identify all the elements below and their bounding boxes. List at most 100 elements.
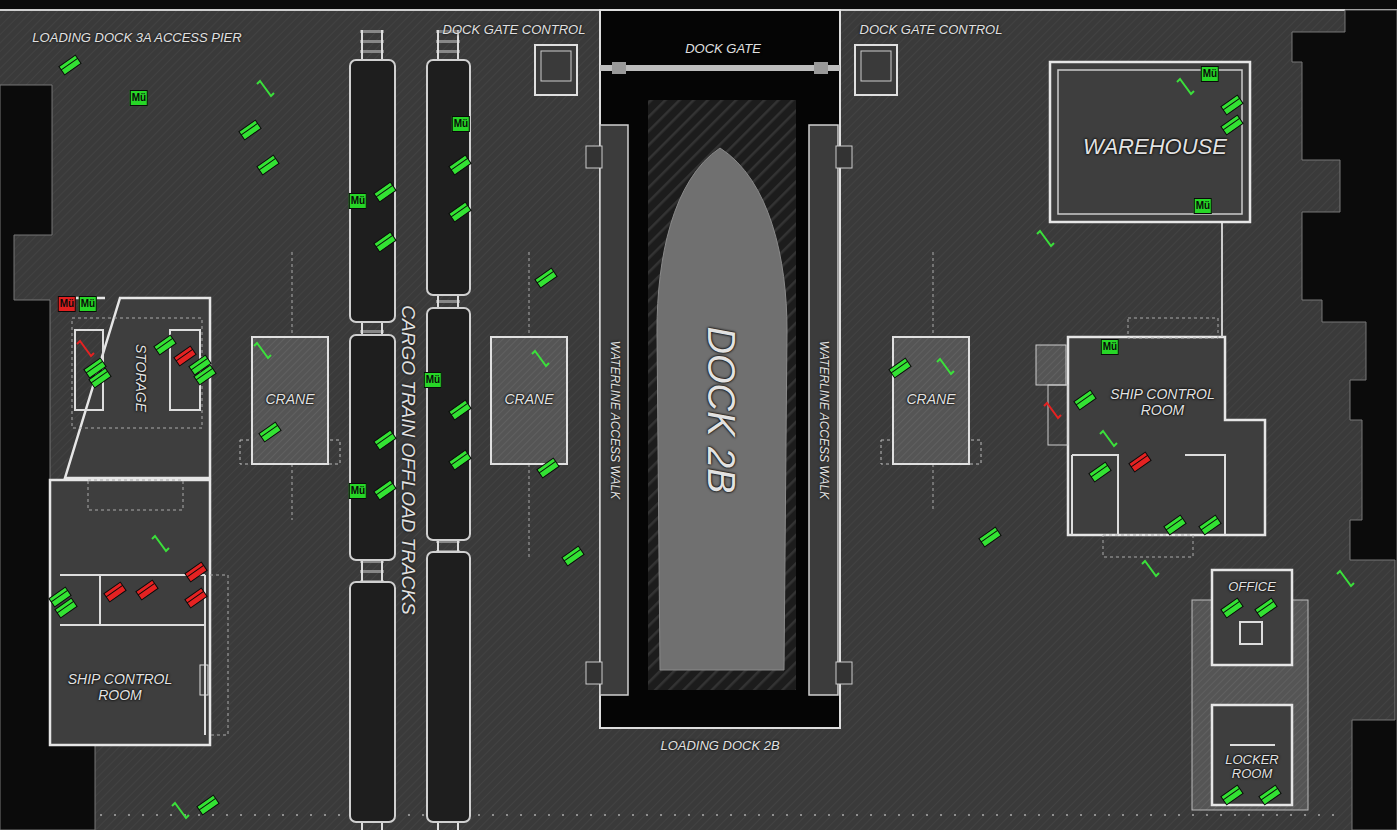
disguise-icon [174, 346, 196, 366]
disguise-box [374, 430, 396, 450]
room-area: SHIP CONTROL ROOM [1100, 380, 1225, 425]
disguise-box [89, 368, 111, 388]
disguise-box [374, 182, 396, 202]
item-icon: Mü [349, 193, 367, 209]
disguise-box [197, 795, 219, 815]
disguise-line [196, 368, 212, 379]
room-label: CRANE [265, 392, 314, 407]
disguise-line [451, 453, 467, 464]
disguise-icon [89, 368, 111, 388]
room-label: DOCK 2B [699, 327, 741, 494]
disguise-box [449, 400, 471, 420]
area-label: DOCK GATE [685, 41, 761, 56]
train-car [350, 582, 395, 822]
disguise-line [1223, 118, 1239, 129]
disguise-line [451, 403, 467, 414]
disguise-box [185, 562, 207, 582]
room-label: STORAGE [132, 344, 147, 412]
disguise-box [55, 598, 77, 618]
booth [535, 45, 577, 95]
room-area: OFFICE [1214, 576, 1290, 598]
disguise-box [449, 450, 471, 470]
disguise-icon [374, 232, 396, 252]
room-label: CRANE [906, 392, 955, 407]
disguise-line [1166, 518, 1182, 529]
item-icon: Mü [1194, 198, 1212, 214]
disguise-icon [562, 546, 584, 566]
booth [855, 45, 897, 95]
disguise-line [176, 349, 192, 360]
wire [1221, 222, 1223, 337]
stairs [836, 146, 852, 168]
disguise-icon [1129, 452, 1151, 472]
disguise-line [451, 205, 467, 216]
disguise-line [376, 483, 392, 494]
disguise-line [1076, 393, 1092, 404]
room-label: CRANE [504, 392, 553, 407]
disguise-icon [374, 430, 396, 450]
disguise-icon [197, 795, 219, 815]
room-area: STORAGE [122, 328, 158, 428]
item-icon: Mü [79, 296, 97, 312]
disguise-box [104, 582, 126, 602]
disguise-box [1221, 598, 1243, 618]
disguise-line [1223, 788, 1239, 799]
train-car [427, 308, 470, 540]
stairs [1036, 345, 1066, 385]
disguise-box [1164, 515, 1186, 535]
room-area: DOCK 2B [695, 310, 745, 510]
disguise-icon [1259, 785, 1281, 805]
disguise-line [539, 461, 555, 472]
disguise-box [1199, 515, 1221, 535]
item-icon: Mü [452, 116, 470, 132]
item-icon: Mü [1101, 339, 1119, 355]
disguise-line [981, 530, 997, 541]
disguise-line [891, 361, 907, 372]
disguise-box [889, 358, 911, 378]
disguise-line [199, 798, 215, 809]
disguise-box [1259, 785, 1281, 805]
disguise-box [535, 268, 557, 288]
disguise-box [1255, 598, 1277, 618]
disguise-icon [1164, 515, 1186, 535]
disguise-box [259, 422, 281, 442]
disguise-box [1074, 390, 1096, 410]
room-label: OFFICE [1228, 580, 1276, 594]
disguise-box [374, 480, 396, 500]
disguise-icon [259, 422, 281, 442]
disguise-icon [1221, 95, 1243, 115]
floor [0, 10, 1397, 830]
disguise-box [154, 335, 176, 355]
train-car [427, 552, 470, 822]
porch [88, 480, 183, 510]
disguise-box [562, 546, 584, 566]
room-area: LOCKER ROOM [1215, 748, 1289, 786]
disguise-box [257, 155, 279, 175]
booth [861, 51, 891, 81]
area-label: WATERLINE ACCESS WALK [817, 341, 831, 499]
room-area: SHIP CONTROL ROOM [60, 665, 180, 710]
tool-icon [1177, 79, 1194, 94]
disguise-icon [537, 458, 559, 478]
office-building [1212, 570, 1292, 665]
tool-icon [254, 343, 271, 358]
disguise-icon [979, 527, 1001, 547]
disguise-box [979, 527, 1001, 547]
disguise-icon [1199, 515, 1221, 535]
gate-post [814, 62, 828, 74]
room-area: CRANE [491, 385, 567, 415]
disguise-box [1221, 95, 1243, 115]
disguise-line [156, 338, 172, 349]
gate-post [612, 62, 626, 74]
disguise-line [1257, 601, 1273, 612]
storage-interior [72, 318, 202, 428]
crane [491, 337, 567, 464]
room-area: WAREHOUSE [1060, 125, 1250, 170]
disguise-icon [449, 202, 471, 222]
disguise-line [1131, 455, 1147, 466]
disguise-box [174, 346, 196, 366]
disguise-box [136, 580, 158, 600]
disguise-icon [535, 268, 557, 288]
stairs [1048, 385, 1068, 445]
